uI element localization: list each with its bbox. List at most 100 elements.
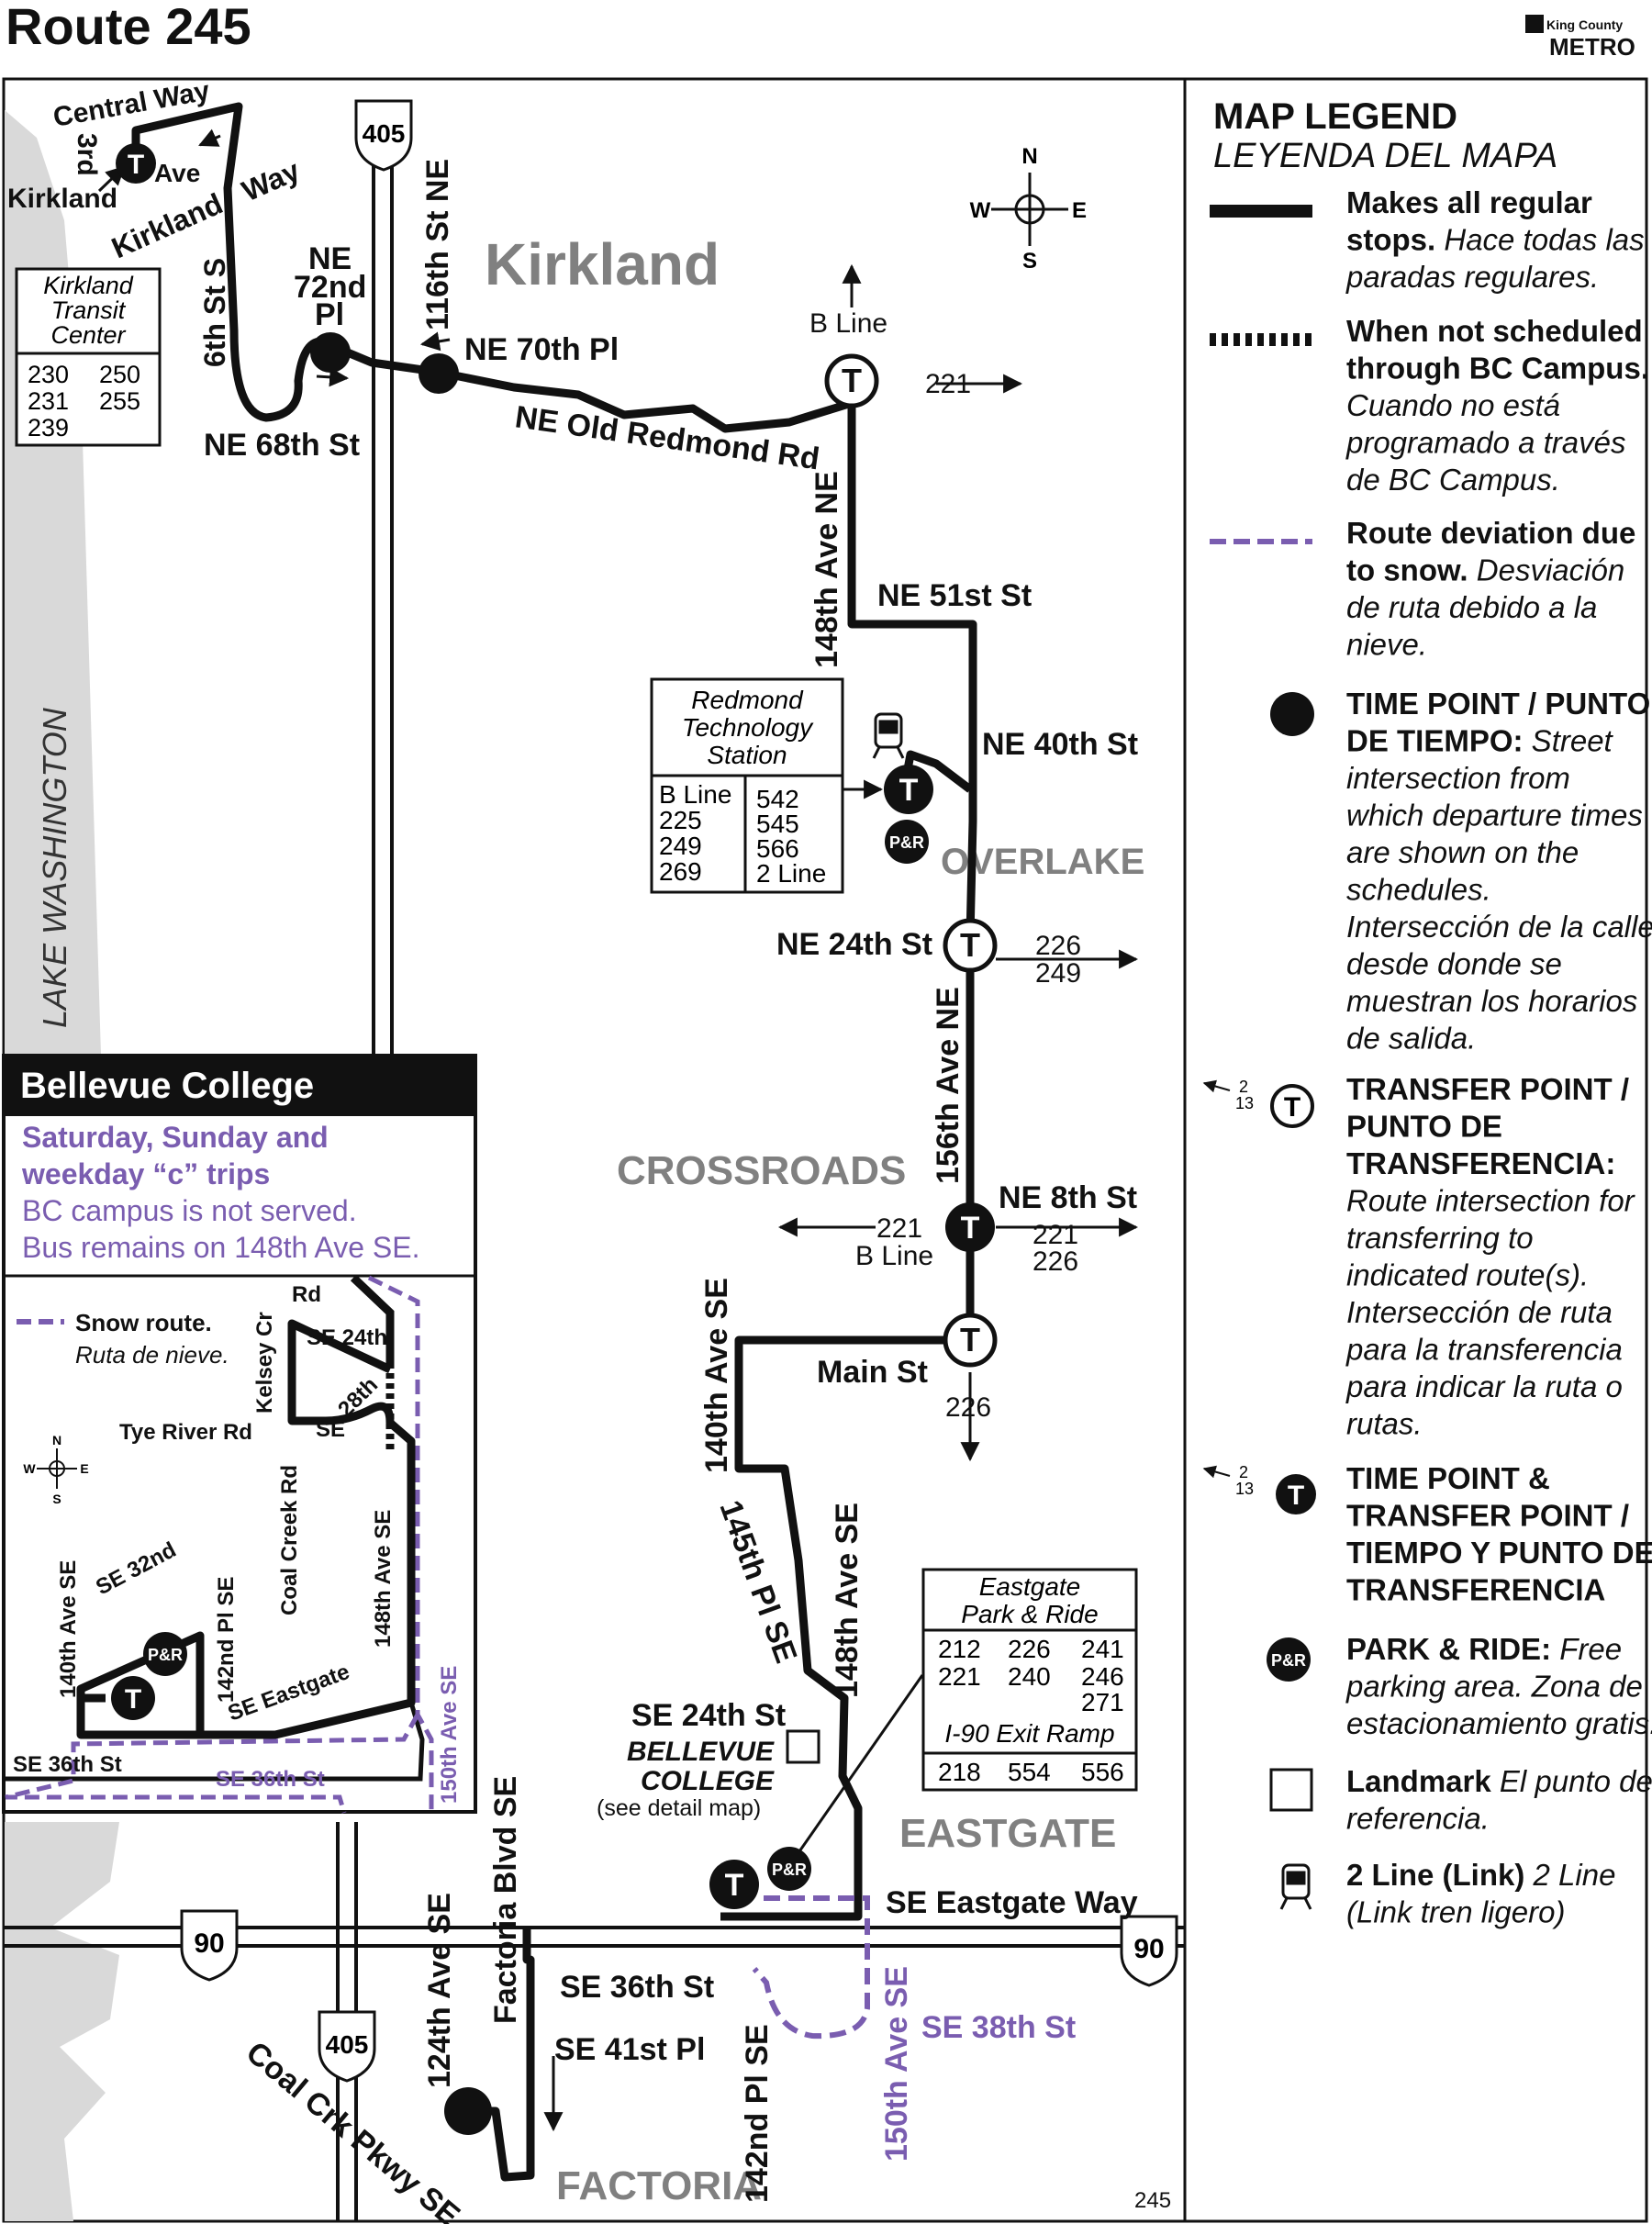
direction-arrows	[97, 129, 1139, 2132]
time-point-ne-72nd-pl	[310, 332, 351, 373]
svg-text:556: 556	[1081, 1758, 1124, 1786]
svg-text:148th Ave SE: 148th Ave SE	[371, 1510, 396, 1648]
svg-text:405: 405	[363, 119, 406, 148]
svg-text:269: 269	[659, 857, 702, 886]
svg-text:SE: SE	[316, 1417, 345, 1442]
street-116th-st-ne: 116th St NE	[420, 159, 455, 330]
svg-text:T: T	[960, 926, 980, 964]
light-rail-icon	[872, 712, 905, 759]
legend-item-7-line-2: parking area. Zona de	[1345, 1670, 1643, 1704]
legend-item-2-line-3: Cuando no está	[1346, 388, 1560, 422]
svg-text:T: T	[1288, 1481, 1304, 1511]
legend-item-9-line-1: 2 Line (Link) 2 Line	[1346, 1858, 1615, 1892]
compass-icon: N S W E	[970, 144, 1087, 274]
legend-time-transfer-icon: 2 13 T	[1202, 1463, 1316, 1514]
landmark-bc-note: (see detail map)	[597, 1795, 761, 1821]
park-ride-eastgate-icon: P&R	[767, 1847, 811, 1891]
svg-text:545: 545	[756, 810, 799, 838]
legend-item-5-line-5: transferring to	[1346, 1221, 1534, 1255]
landmark-bellevue-college-icon	[786, 1729, 820, 1764]
svg-text:13: 13	[1235, 1480, 1254, 1498]
svg-text:Coal Creek Rd: Coal Creek Rd	[277, 1465, 302, 1615]
transfer-ne8-west-bline: B Line	[855, 1241, 933, 1271]
svg-text:S: S	[1022, 249, 1037, 274]
svg-text:566: 566	[756, 834, 799, 863]
svg-text:Park & Ride: Park & Ride	[961, 1600, 1098, 1628]
street-3rd-ave: 3rd	[72, 133, 102, 176]
svg-text:150th Ave SE: 150th Ave SE	[437, 1666, 462, 1804]
legend-item-5-line-8: para la transferencia	[1345, 1333, 1623, 1367]
svg-text:Transit: Transit	[51, 296, 127, 324]
legend-item-6-line-3: TIEMPO Y PUNTO DE	[1346, 1536, 1652, 1570]
transfer-point-main-st-icon: T	[943, 1313, 998, 1368]
svg-text:SE 36th St: SE 36th St	[13, 1752, 122, 1777]
legend-transfer-icon: 2 13 T	[1202, 1078, 1314, 1128]
street-148th-ave-se: 148th Ave SE	[830, 1503, 865, 1698]
page-number: 245	[1134, 2188, 1171, 2213]
street-124th-ave-se: 124th Ave SE	[422, 1893, 457, 2088]
legend-item-4-line-3: intersection from	[1346, 761, 1570, 795]
map-legend: MAP LEGEND LEYENDA DEL MAPA 2 13 T 2 13 …	[1202, 96, 1652, 1929]
legend-item-4-line-7: Intersección de la calle	[1346, 910, 1652, 944]
legend-item-3-line-4: nieve.	[1346, 628, 1427, 662]
bellevue-college-inset: Bellevue College Saturday, Sunday and we…	[2, 1054, 477, 1814]
legend-item-6-line-4: TRANSFERENCIA	[1346, 1573, 1605, 1607]
svg-text:405: 405	[326, 2030, 369, 2059]
legend-item-3-line-2: to snow. Desviación	[1346, 553, 1624, 587]
svg-text:W: W	[970, 198, 991, 223]
place-factoria: FACTORIA	[556, 2163, 762, 2208]
svg-text:weekday “c” trips: weekday “c” trips	[21, 1157, 270, 1190]
transfer-b-line-north: B Line	[809, 308, 887, 339]
svg-text:241: 241	[1081, 1635, 1124, 1663]
street-ne-72nd-a: NE	[308, 241, 352, 276]
time-point-ne-70th-pl	[419, 353, 459, 394]
svg-text:246: 246	[1081, 1662, 1124, 1691]
svg-text:Kirkland: Kirkland	[43, 272, 134, 299]
legend-item-1-line-2: stops. Hace todas las	[1346, 223, 1645, 257]
svg-text:Technology: Technology	[682, 713, 814, 742]
legend-item-5-line-1: TRANSFER POINT /	[1346, 1072, 1629, 1106]
svg-text:T: T	[842, 362, 862, 399]
svg-text:N: N	[1021, 144, 1037, 169]
svg-text:Snow route.: Snow route.	[75, 1309, 212, 1336]
legend-item-5-line-2: PUNTO DE	[1346, 1110, 1502, 1144]
street-factoria-blvd-se: Factoria Blvd SE	[488, 1776, 523, 2024]
transfer-221-east: 221	[925, 369, 971, 399]
svg-text:Ruta de nieve.: Ruta de nieve.	[75, 1341, 229, 1369]
svg-text:T: T	[961, 1211, 980, 1246]
legend-item-3-line-3: de ruta debido a la	[1346, 590, 1597, 624]
shield-405-north-icon: 405	[354, 99, 413, 172]
svg-text:Station: Station	[707, 741, 787, 769]
legend-item-7-line-3: estacionamiento gratis.	[1346, 1706, 1652, 1740]
legend-item-8-line-1: Landmark El punto de	[1346, 1764, 1652, 1798]
street-kirkland-way: Kirkland	[106, 186, 228, 264]
svg-text:King County: King County	[1546, 17, 1623, 32]
legend-item-3-line-1: Route deviation due	[1346, 516, 1635, 550]
street-se-eastgate-way: SE Eastgate Way	[886, 1885, 1138, 1920]
street-se-38th-st: SE 38th St	[921, 2010, 1076, 2045]
street-142nd-pl-se: 142nd Pl SE	[740, 2024, 775, 2203]
inset-title: Bellevue College	[20, 1066, 314, 1106]
svg-text:90: 90	[194, 1928, 224, 1959]
legend-item-8-line-2: referencia.	[1346, 1802, 1490, 1836]
legend-subtitle: LEYENDA DEL MAPA	[1213, 137, 1557, 175]
transfer-main-226: 226	[945, 1392, 991, 1423]
legend-item-4-line-1: TIME POINT / PUNTO	[1346, 687, 1650, 721]
svg-text:P&R: P&R	[148, 1646, 183, 1664]
legend-item-4-line-10: de salida.	[1346, 1022, 1476, 1056]
street-6th-st-s: 6th St S	[198, 258, 231, 367]
street-se-41st-pl: SE 41st Pl	[554, 2032, 705, 2067]
street-ne-24th-st: NE 24th St	[776, 927, 932, 962]
street-148th-ave-ne: 148th Ave NE	[809, 471, 844, 668]
svg-text:225: 225	[659, 806, 702, 834]
legend-item-6-line-1: TIME POINT &	[1346, 1461, 1550, 1495]
legend-item-2-line-2: through BC Campus.	[1346, 352, 1649, 386]
svg-text:P&R: P&R	[889, 833, 924, 852]
svg-text:I-90 Exit Ramp: I-90 Exit Ramp	[944, 1719, 1114, 1748]
svg-text:T: T	[960, 1321, 980, 1358]
svg-text:T: T	[125, 1684, 141, 1715]
transfer-point-redmond-tech-icon: T	[884, 765, 933, 814]
svg-text:239: 239	[28, 414, 69, 441]
